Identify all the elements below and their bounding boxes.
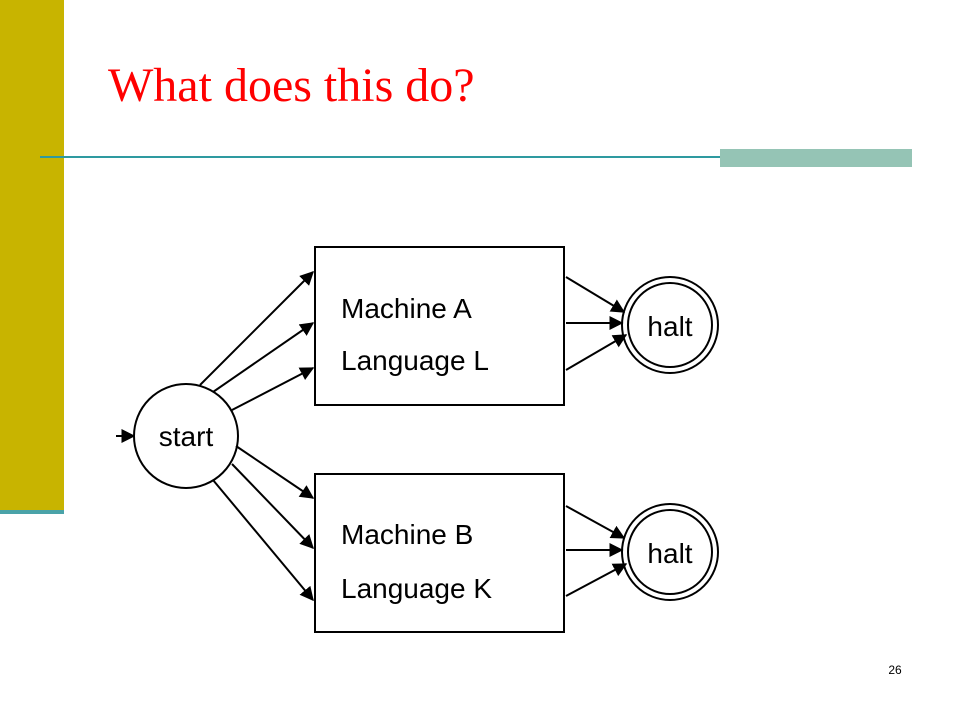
machine-b-name: Machine B	[341, 519, 473, 550]
machine-b-language: Language K	[341, 573, 492, 604]
edge-machine-b-to-halt	[565, 505, 626, 539]
title-underline	[40, 156, 912, 158]
halt-state-2-label: halt	[647, 538, 692, 569]
halt-state-2-inner	[627, 509, 713, 595]
halt-state-1-inner	[627, 282, 713, 368]
machine-a-name: Machine A	[341, 293, 472, 324]
edge-start-to-machine-a	[199, 271, 314, 386]
machine-b-box	[314, 473, 565, 633]
edge-start-to-machine-a	[212, 322, 315, 393]
machine-a-language: Language L	[341, 345, 489, 376]
decorative-sidebar	[0, 0, 64, 512]
sidebar-accent-edge	[0, 510, 64, 514]
machine-a-box	[314, 246, 565, 406]
edge-start-to-machine-b	[235, 445, 315, 499]
edge-machine-a-to-halt	[565, 334, 628, 371]
start-state-circle	[133, 383, 239, 489]
halt-state-1-label: halt	[647, 311, 692, 342]
edge-start-to-machine-b	[231, 463, 314, 550]
slide-title: What does this do?	[108, 59, 475, 112]
page-number: 26	[888, 663, 902, 677]
title-underline-accent	[720, 149, 912, 167]
edge-start-to-machine-a	[231, 367, 315, 411]
edge-machine-b-to-halt	[565, 563, 628, 597]
edge-machine-a-to-halt	[565, 276, 626, 313]
edge-start-to-machine-b	[212, 479, 314, 602]
start-state-label: start	[159, 421, 214, 452]
